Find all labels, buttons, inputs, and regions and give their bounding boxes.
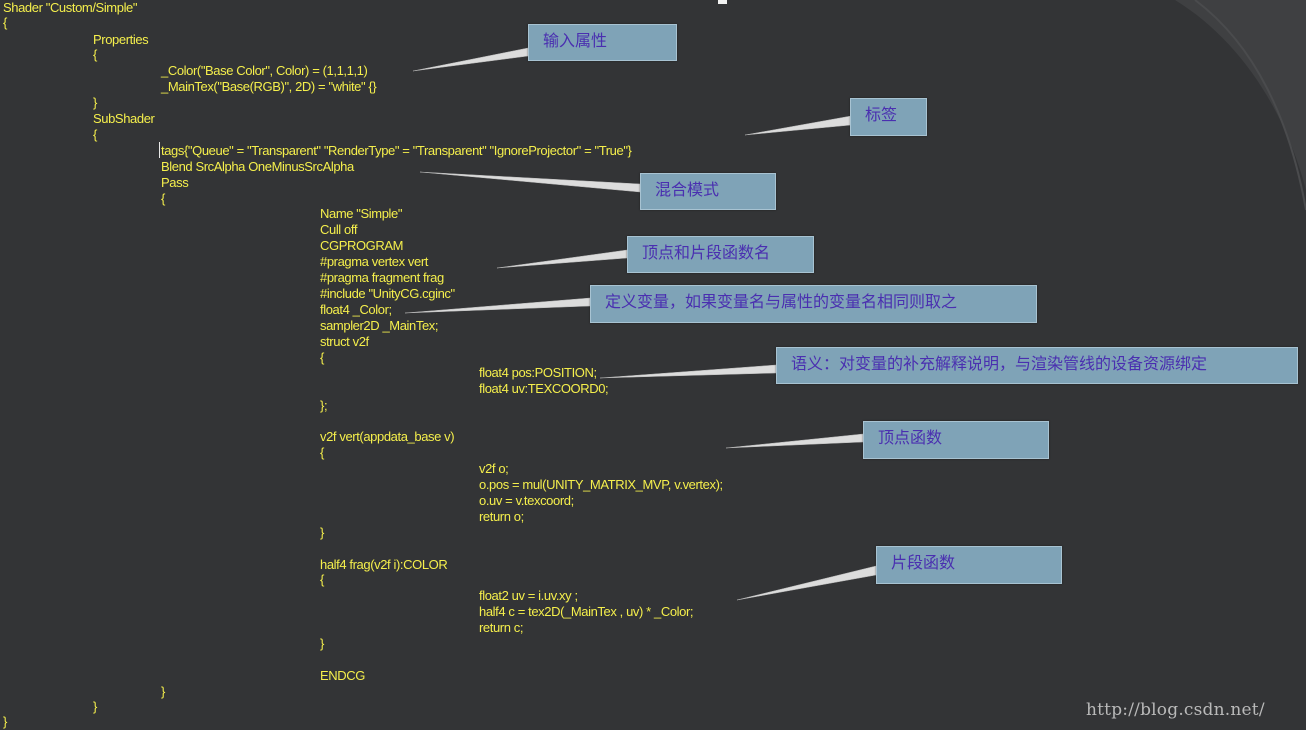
annotation-fragment-function: 片段函数 (876, 546, 1062, 584)
code-line: #pragma vertex vert (320, 254, 429, 269)
code-line: { (320, 350, 324, 365)
code-line: }; (320, 398, 328, 413)
code-line: { (93, 47, 97, 62)
code-line: } (161, 684, 165, 699)
annotation-function-names: 顶点和片段函数名 (627, 236, 814, 273)
code-line: return o; (479, 509, 524, 524)
code-line: half4 c = tex2D(_MainTex , uv) * _Color; (479, 604, 694, 619)
code-line: v2f o; (479, 461, 509, 476)
code-line: Cull off (320, 222, 358, 237)
code-line: o.pos = mul(UNITY_MATRIX_MVP, v.vertex); (479, 477, 723, 492)
code-line: float4 pos:POSITION; (479, 365, 597, 380)
code-line: { (93, 127, 97, 142)
top-edge-mark (718, 0, 727, 4)
code-line: } (3, 714, 7, 729)
annotation-blend-mode: 混合模式 (640, 173, 776, 210)
code-line: _Color("Base Color", Color) = (1,1,1,1) (161, 63, 368, 78)
code-line: } (320, 636, 324, 651)
code-line: float4 _Color; (320, 302, 392, 317)
code-line: #include "UnityCG.cginc" (320, 286, 455, 301)
code-line: v2f vert(appdata_base v) (320, 429, 455, 444)
text-cursor (159, 142, 160, 158)
code-line: float4 uv:TEXCOORD0; (479, 381, 609, 396)
code-line: } (93, 699, 97, 714)
code-line: } (93, 95, 97, 110)
code-line: o.uv = v.texcoord; (479, 493, 574, 508)
code-line: CGPROGRAM (320, 238, 404, 253)
code-line: #pragma fragment frag (320, 270, 444, 285)
code-line: float2 uv = i.uv.xy ; (479, 588, 578, 603)
code-line: { (161, 191, 165, 206)
code-line: return c; (479, 620, 524, 635)
code-line: SubShader (93, 111, 155, 126)
annotation-variables: 定义变量，如果变量名与属性的变量名相同则取之 (590, 285, 1037, 323)
code-line: { (320, 572, 324, 587)
watermark-url: http://blog.csdn.net/ (1086, 700, 1265, 720)
code-line: { (3, 15, 7, 30)
code-line: tags{"Queue" = "Transparent" "RenderType… (161, 143, 632, 158)
code-line: } (320, 525, 324, 540)
code-line: Shader "Custom/Simple" (3, 0, 138, 15)
code-line: { (320, 445, 324, 460)
code-line: Blend SrcAlpha OneMinusSrcAlpha (161, 159, 354, 174)
annotation-semantics: 语义：对变量的补充解释说明，与渲染管线的设备资源绑定 (776, 347, 1298, 384)
annotation-properties: 输入属性 (528, 24, 677, 61)
annotation-vertex-function: 顶点函数 (863, 421, 1049, 459)
code-line: Name "Simple" (320, 206, 403, 221)
code-line: half4 frag(v2f i):COLOR (320, 557, 448, 572)
code-line: _MainTex("Base(RGB)", 2D) = "white" {} (161, 79, 377, 94)
code-line: struct v2f (320, 334, 369, 349)
code-line: Pass (161, 175, 189, 190)
code-line: ENDCG (320, 668, 365, 683)
annotation-tags: 标签 (850, 98, 927, 136)
code-line: sampler2D _MainTex; (320, 318, 439, 333)
code-line: Properties (93, 32, 149, 47)
